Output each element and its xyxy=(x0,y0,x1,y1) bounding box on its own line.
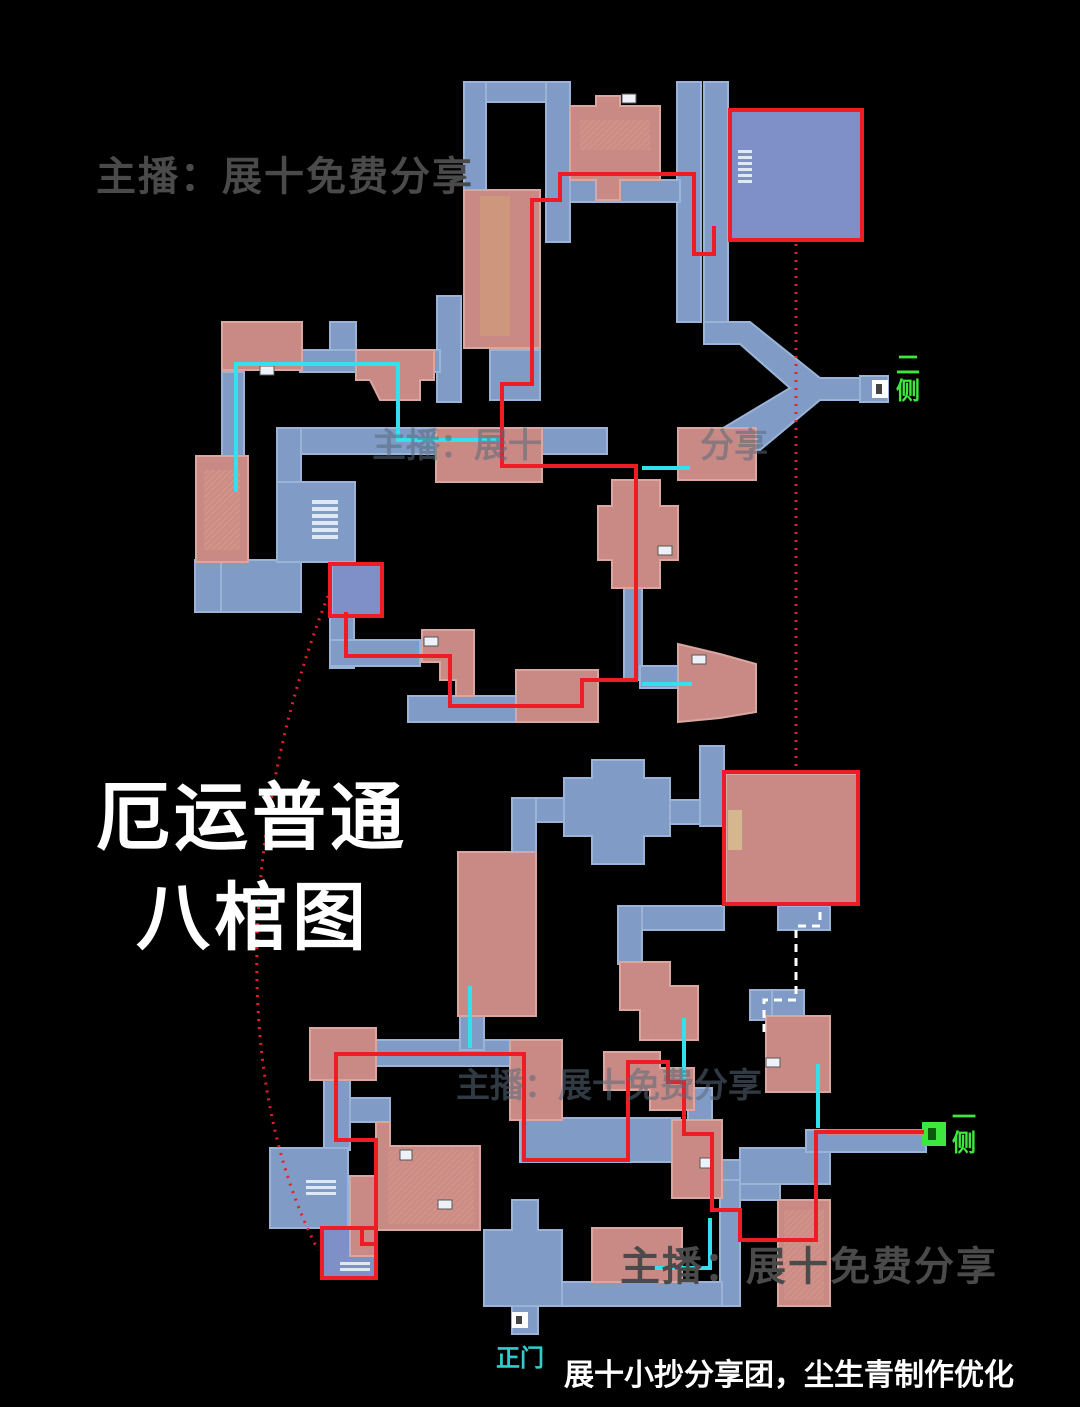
watermark-bottom: 主播：展十免费分享 xyxy=(620,1244,998,1290)
exit-door-icon xyxy=(872,380,888,398)
exit-label-upper-line1: 二 xyxy=(896,351,920,379)
lower-map xyxy=(269,745,946,1335)
upper-hint-lines xyxy=(234,362,692,686)
upper-map xyxy=(194,81,889,724)
watermark-faint-upper: 主播：展十 xyxy=(372,426,542,466)
stairs-icon xyxy=(306,1180,336,1195)
lower-rooms xyxy=(309,773,859,1307)
upper-route xyxy=(344,172,716,708)
map-title-line2: 八棺图 xyxy=(136,875,370,961)
stairs-icon xyxy=(738,150,752,183)
chest-icon xyxy=(259,93,707,665)
credit-text: 展十小抄分享团，尘生青制作优化 xyxy=(564,1358,1014,1393)
watermark-faint-upper-right: 分享 xyxy=(700,426,768,466)
stairs-icon xyxy=(312,500,338,539)
stairs-icon xyxy=(340,1262,370,1271)
exit-label-lower-line1: 一 xyxy=(952,1103,976,1131)
dashed-hint-line xyxy=(762,912,822,1034)
map-title-line1: 厄运普通 xyxy=(96,775,408,861)
exit-label-upper-side: 二 侧 xyxy=(896,352,920,404)
watermark-top: 主播：展十免费分享 xyxy=(96,154,474,200)
exit-label-lower-line2: 侧 xyxy=(952,1129,976,1157)
exit-label-upper-line2: 侧 xyxy=(896,377,920,405)
exit-label-lower-side: 一 侧 xyxy=(952,1104,976,1156)
lower-route xyxy=(334,1052,924,1246)
exit-door-icon xyxy=(512,1122,946,1328)
lower-hint-lines xyxy=(468,986,820,1270)
main-gate-label: 正门 xyxy=(496,1344,544,1372)
watermark-faint-lower: 主播：展十免费分享 xyxy=(456,1066,762,1106)
chest-icon xyxy=(399,1057,781,1210)
